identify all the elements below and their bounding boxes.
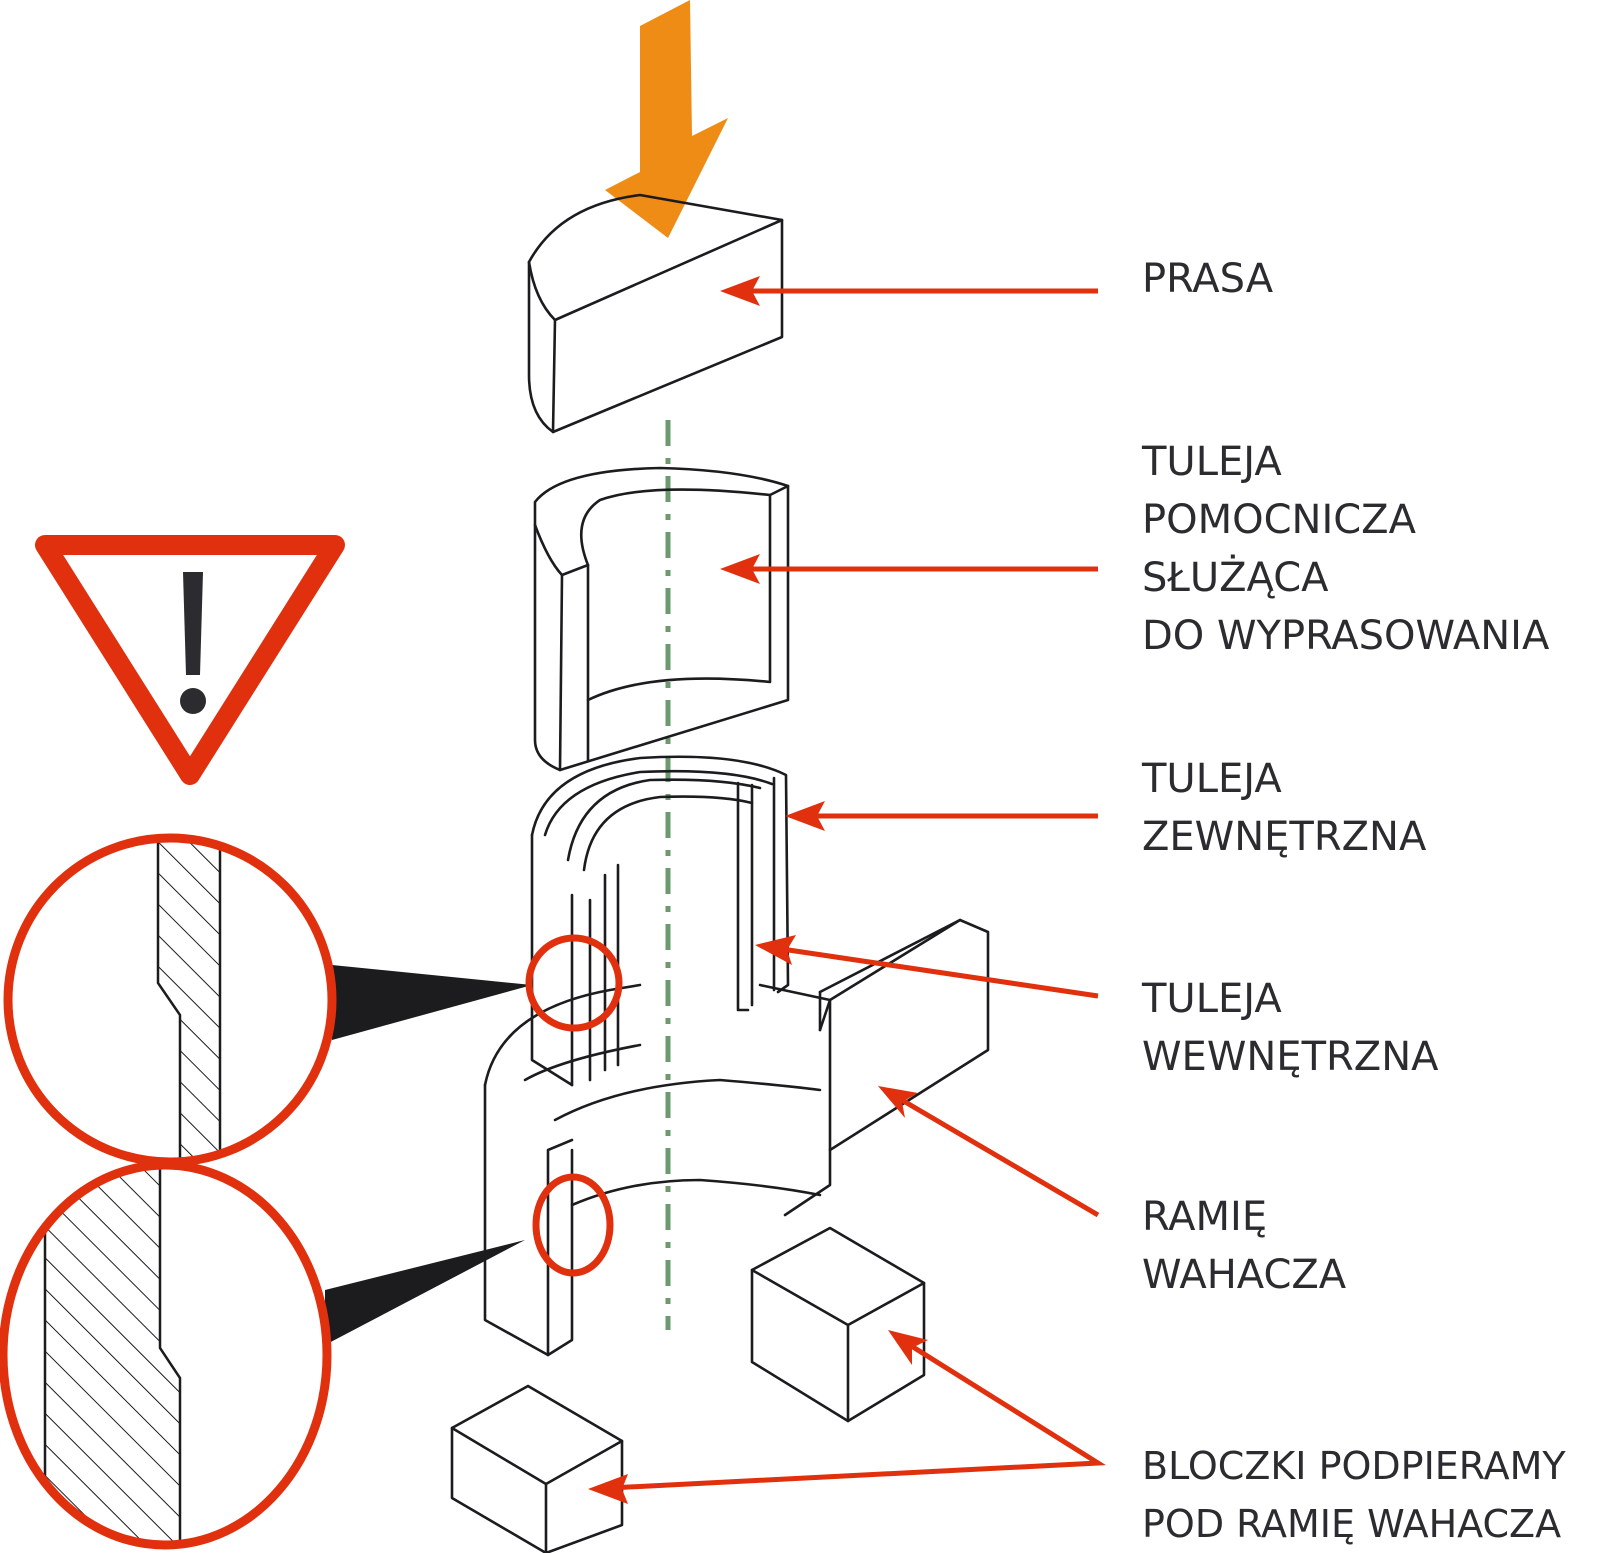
control-arm xyxy=(483,918,990,1357)
label-line: TULEJA xyxy=(1142,976,1282,1022)
auxiliary-sleeve xyxy=(533,466,790,772)
label-line: WAHACZA xyxy=(1142,1252,1347,1298)
label-line: TULEJA xyxy=(1142,439,1282,485)
callout-arrow-tuleja-pomocnicza xyxy=(720,554,1098,584)
label-prasa: PRASA xyxy=(1142,250,1273,308)
label-line: WEWNĘTRZNA xyxy=(1142,1034,1439,1080)
callout-arrow-tuleja-zewnetrzna xyxy=(785,801,1098,831)
press-down-arrow-icon xyxy=(605,0,728,238)
detail-view-lower xyxy=(0,1160,614,1550)
label-line: RAMIĘ xyxy=(1142,1194,1268,1240)
warning-triangle-icon xyxy=(35,535,345,785)
label-tuleja-zewnetrzna: TULEJA ZEWNĘTRZNA xyxy=(1142,750,1426,866)
label-tuleja-wewnetrzna: TULEJA WEWNĘTRZNA xyxy=(1142,970,1438,1086)
label-line: BLOCZKI PODPIERAMY xyxy=(1142,1444,1566,1488)
detail-view-upper xyxy=(3,833,623,1167)
label-line: ZEWNĘTRZNA xyxy=(1142,814,1427,860)
label-bloczki: BLOCZKI PODPIERAMY POD RAMIĘ WAHACZA xyxy=(1142,1437,1566,1553)
label-tuleja-pomocnicza: TULEJA POMOCNICZA SŁUŻĄCA DO WYPRASOWANI… xyxy=(1142,433,1549,665)
label-line: SŁUŻĄCA xyxy=(1142,555,1329,601)
label-line: POMOCNICZA xyxy=(1142,497,1416,543)
label-line: PRASA xyxy=(1142,256,1274,302)
callout-arrow-prasa xyxy=(720,276,1098,306)
label-ramie-wahacza: RAMIĘ WAHACZA xyxy=(1142,1188,1346,1304)
label-line: TULEJA xyxy=(1142,756,1282,802)
label-line: POD RAMIĘ WAHACZA xyxy=(1142,1502,1562,1546)
callout-arrow-bloczki xyxy=(588,1330,1107,1504)
support-block-right xyxy=(750,1226,926,1423)
label-line: DO WYPRASOWANIA xyxy=(1142,613,1550,659)
press-block xyxy=(527,193,784,434)
callout-arrow-tuleja-wewnetrzna xyxy=(755,935,1099,999)
callout-arrow-ramie-wahacza xyxy=(878,1086,1100,1218)
support-block-left xyxy=(450,1384,624,1553)
outer-and-inner-bushing xyxy=(530,755,790,1087)
